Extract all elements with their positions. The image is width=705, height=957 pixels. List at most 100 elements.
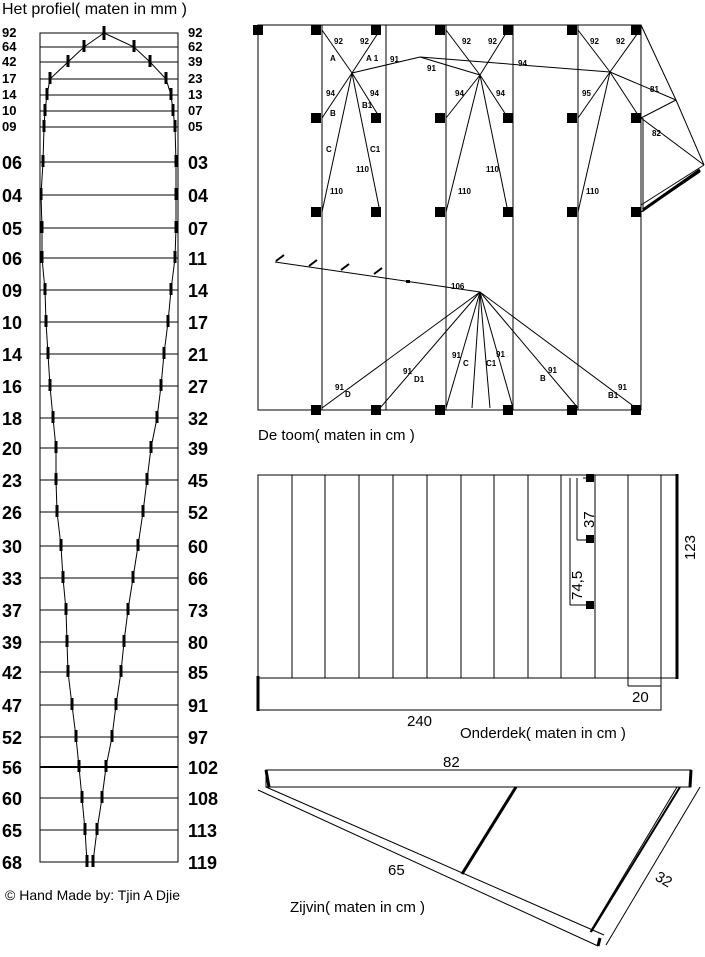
profile-label-left: 52: [2, 728, 22, 748]
toom-eyelet: [567, 113, 577, 123]
toom-label: 92: [360, 37, 369, 46]
profile-label-left: 42: [2, 54, 16, 69]
toom-eyelet: [631, 405, 641, 415]
profile-marker-right: [132, 40, 136, 52]
toom-label: 110: [586, 187, 599, 196]
profile-label-left: 33: [2, 569, 22, 589]
toom-label: A: [330, 54, 336, 63]
toom-eyelet: [435, 25, 445, 35]
zijvin-drawing: [257, 769, 701, 947]
profile-label-right: 39: [188, 54, 202, 69]
toom-label: 94: [496, 89, 505, 98]
toom-line-marker: [406, 280, 410, 283]
toom-eyelet: [371, 113, 381, 123]
toom-eyelets: [253, 25, 641, 415]
toom-drawing: [257, 24, 705, 411]
toom-eyelet: [435, 405, 445, 415]
profile-label-left: 10: [2, 103, 16, 118]
profile-label-right: 03: [188, 153, 208, 173]
toom-line-marker: [308, 259, 318, 267]
onderdek-drawing: [256, 474, 679, 711]
profile-label-right: 52: [188, 503, 208, 523]
toom-label: C1: [370, 145, 381, 154]
profile-label-right: 66: [188, 569, 208, 589]
toom-label: C: [326, 145, 332, 154]
profile-label-left: 17: [2, 71, 16, 86]
profile-label-left: 23: [2, 471, 22, 491]
toom-eyelet: [503, 207, 513, 217]
toom-label: 91: [452, 351, 461, 360]
profile-label-right: 85: [188, 663, 208, 683]
onderdek-dim-240: 240: [407, 713, 432, 730]
toom-label: B: [330, 109, 336, 118]
toom-eyelet: [567, 207, 577, 217]
profile-label-right: 07: [188, 219, 208, 239]
profile-title: Het profiel( maten in mm ): [2, 1, 187, 18]
toom-eyelet: [503, 405, 513, 415]
profile-label-right: 108: [188, 789, 218, 809]
profile-label-left: 06: [2, 249, 22, 269]
toom-label: 92: [616, 37, 625, 46]
toom-label: 94: [370, 89, 379, 98]
toom-label: 81: [650, 85, 659, 94]
profile-label-right: 14: [188, 281, 208, 301]
profile-label-left: 20: [2, 439, 22, 459]
profile-label-right: 32: [188, 409, 208, 429]
toom-frame: [257, 24, 642, 411]
onderdek-dim-74-5: 74,5: [569, 571, 586, 600]
profile-label-left: 60: [2, 789, 22, 809]
toom-eyelet: [503, 25, 513, 35]
profile-label-left: 14: [2, 345, 22, 365]
onderdek-panel: [257, 474, 662, 711]
toom-eyelet: [371, 207, 381, 217]
toom-label: 92: [590, 37, 599, 46]
profile-marker-right: [148, 55, 152, 67]
profile-label-left: 05: [2, 219, 22, 239]
credit-line: © Hand Made by: Tjin A Djie: [5, 887, 180, 903]
profile-label-right: 07: [188, 103, 202, 118]
profile-label-right: 91: [188, 696, 208, 716]
profile-label-right: 62: [188, 39, 202, 54]
toom-label: 91: [548, 366, 557, 375]
profile-marker-left: [66, 55, 70, 67]
zijvin-top-batten: [265, 769, 692, 788]
profile-label-left: 37: [2, 601, 22, 621]
profile-label-left: 26: [2, 503, 22, 523]
profile-label-right: 04: [188, 186, 208, 206]
toom-eyelet: [567, 405, 577, 415]
onderdek-dim-20: 20: [632, 689, 649, 706]
profile-label-left: 14: [2, 87, 17, 102]
profile-label-right: 92: [188, 25, 202, 40]
profile-label-right: 11: [188, 249, 207, 269]
profile-label-left: 64: [2, 39, 17, 54]
toom-label: 91: [335, 383, 344, 392]
toom-eyelet: [435, 207, 445, 217]
onderdek-dim-123: 123: [682, 535, 699, 560]
toom-label: B: [540, 374, 546, 383]
toom-label: 94: [326, 89, 335, 98]
toom-label: 106: [451, 282, 465, 291]
toom-label: C1: [486, 359, 497, 368]
profile-label-left: 42: [2, 663, 22, 683]
profile-label-left: 39: [2, 633, 22, 653]
toom-eyelet: [631, 113, 641, 123]
toom-label: 91: [427, 64, 436, 73]
toom-eyelet: [503, 113, 513, 123]
profile-label-left: 18: [2, 409, 22, 429]
toom-label: 92: [462, 37, 471, 46]
profile-label-right: 113: [188, 821, 217, 841]
onderdek-marks: [586, 474, 594, 609]
toom-label: B1: [362, 101, 373, 110]
toom-label: A 1: [366, 54, 379, 63]
toom-label: 92: [488, 37, 497, 46]
toom-label: D1: [414, 375, 425, 384]
profile-label-left: 09: [2, 119, 16, 134]
profile-label-left: 68: [2, 853, 22, 873]
profile-label-right: 60: [188, 537, 208, 557]
zijvin-dim-82: 82: [443, 754, 460, 771]
toom-eyelet: [371, 25, 381, 35]
profile-marker-right: [164, 72, 168, 84]
profile-label-right: 45: [188, 471, 208, 491]
